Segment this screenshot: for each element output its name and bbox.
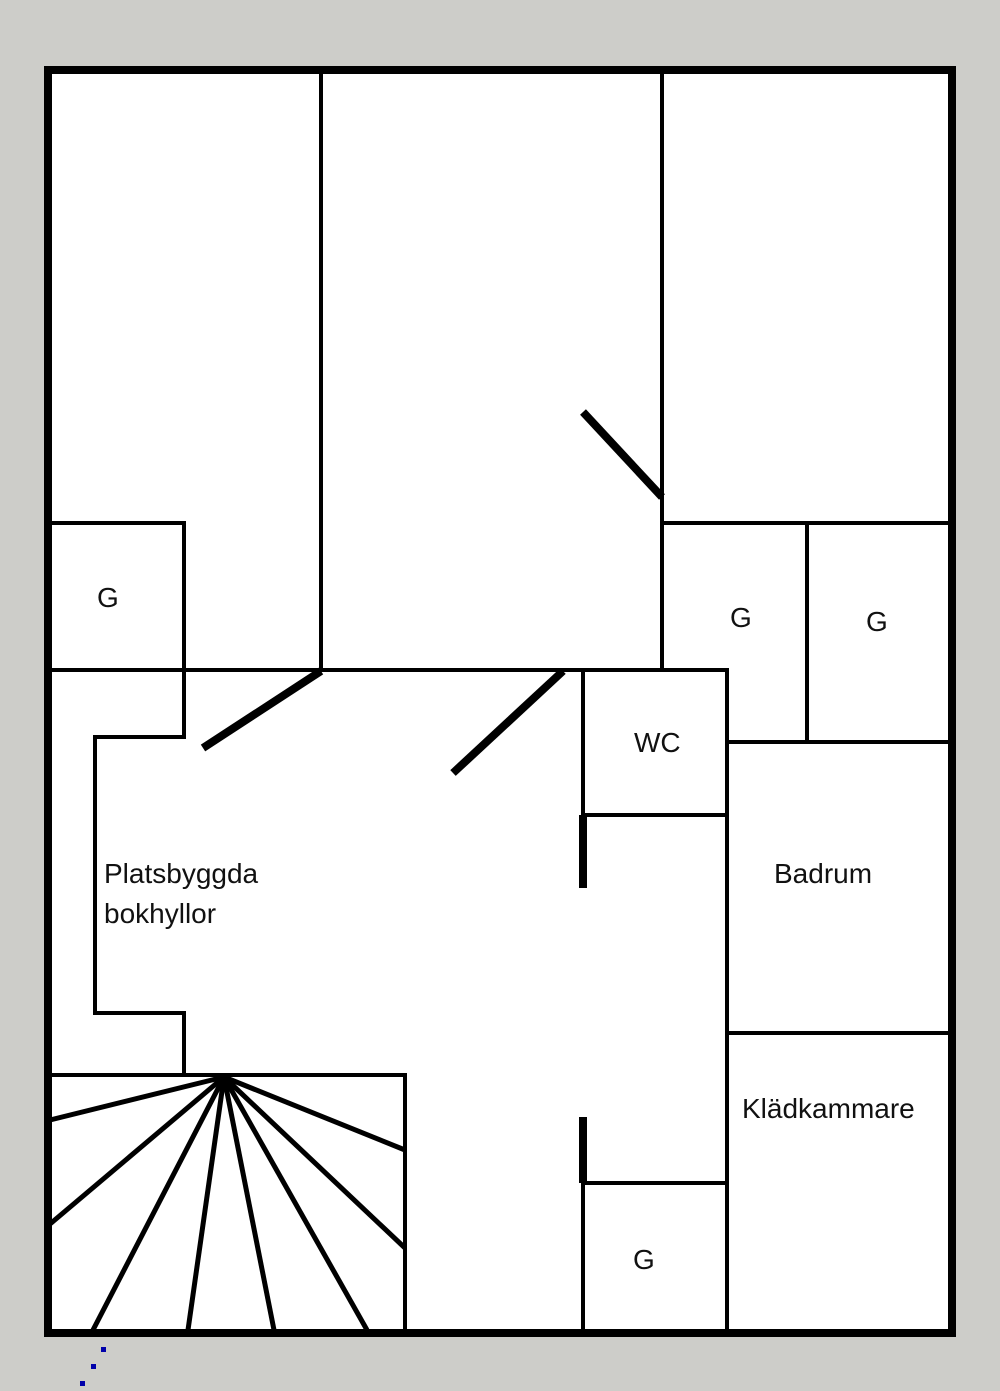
room-label-bookshelves: bokhyllor: [104, 898, 216, 929]
doors: [200, 409, 665, 1183]
room-label-g: G: [730, 602, 752, 633]
room-label-wc: WC: [634, 727, 681, 758]
room-label-kladkammare: Klädkammare: [742, 1093, 915, 1124]
room-label-g: G: [633, 1244, 655, 1275]
room-label-bookshelves: Platsbyggda: [104, 858, 259, 889]
door: [200, 667, 324, 752]
room-label-g: G: [866, 606, 888, 637]
entrance-marker: [80, 1347, 106, 1386]
door: [580, 409, 665, 500]
staircase: [46, 1073, 407, 1335]
interior-walls: [46, 68, 950, 1335]
door: [450, 668, 566, 776]
room-label-badrum: Badrum: [774, 858, 872, 889]
room-label-g: G: [97, 582, 119, 613]
